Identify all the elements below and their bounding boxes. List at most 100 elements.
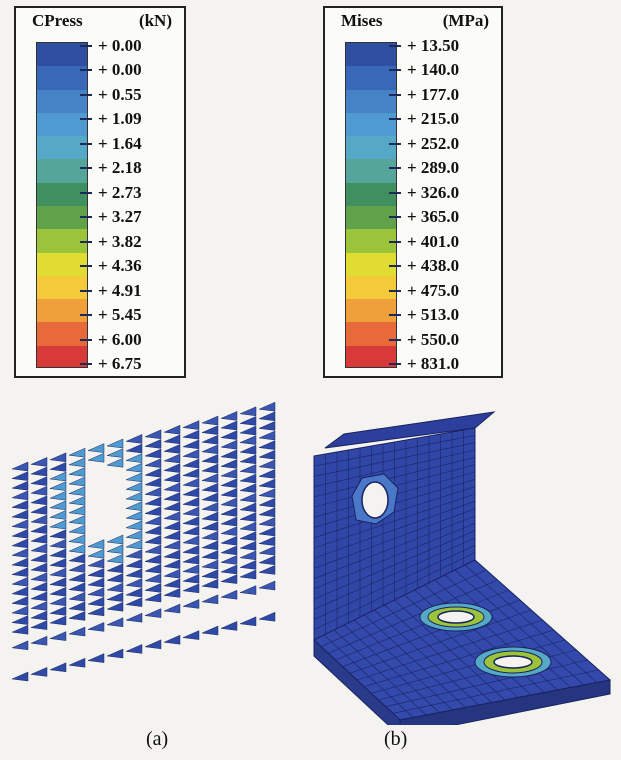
pressure-element bbox=[87, 548, 105, 559]
pressure-element bbox=[11, 528, 29, 539]
pressure-element bbox=[182, 458, 200, 469]
mises-value-label: + 326.0 bbox=[407, 182, 460, 202]
mises-title: Mises bbox=[341, 11, 383, 30]
pressure-element bbox=[239, 521, 257, 532]
pressure-element bbox=[11, 615, 29, 625]
pressure-element bbox=[30, 591, 48, 602]
pressure-element bbox=[182, 545, 200, 555]
pressure-element bbox=[68, 534, 86, 544]
pressure-element bbox=[258, 449, 276, 460]
pressure-element bbox=[182, 477, 200, 488]
pressure-element bbox=[49, 586, 67, 597]
pressure-element bbox=[239, 502, 257, 513]
pressure-element bbox=[201, 482, 219, 493]
mises-tick bbox=[389, 45, 401, 47]
pressure-element bbox=[49, 490, 67, 501]
pressure-element bbox=[68, 657, 86, 668]
pressure-element bbox=[144, 639, 162, 650]
cpress-tick bbox=[80, 142, 92, 145]
mesh-line bbox=[323, 634, 414, 718]
mises-tick bbox=[389, 240, 401, 243]
mises-value-label: + 513.0 bbox=[407, 305, 460, 325]
caption-b: (b) bbox=[384, 728, 408, 750]
pressure-element bbox=[239, 616, 257, 627]
pressure-element bbox=[125, 644, 143, 654]
cpress-value-label: + 0.00 bbox=[98, 36, 142, 55]
mesh-line bbox=[313, 537, 476, 610]
pressure-element bbox=[125, 530, 143, 540]
cpress-color-bar bbox=[36, 42, 88, 368]
pressure-element bbox=[87, 539, 105, 549]
pressure-element bbox=[11, 586, 29, 597]
pressure-element bbox=[220, 535, 238, 546]
pressure-element bbox=[220, 555, 238, 565]
pressure-element bbox=[239, 492, 257, 503]
pressure-element bbox=[220, 430, 238, 440]
mises-tick bbox=[389, 289, 401, 292]
pressure-element bbox=[68, 553, 86, 564]
pressure-element bbox=[49, 500, 67, 511]
pressure-element bbox=[258, 526, 276, 537]
cpress-tick bbox=[80, 363, 92, 365]
mises-value-label: + 475.0 bbox=[407, 280, 460, 300]
mesh-line bbox=[354, 619, 453, 711]
cpress-value-label: + 4.36 bbox=[98, 256, 142, 276]
lower-bolt-hole-1 bbox=[419, 602, 493, 632]
pressure-element bbox=[220, 516, 238, 527]
pressure-element bbox=[30, 533, 48, 544]
mesh-line bbox=[313, 523, 476, 590]
pressure-element bbox=[258, 507, 276, 518]
mises-swatch bbox=[346, 229, 396, 254]
pressure-element bbox=[144, 563, 162, 574]
pressure-element bbox=[11, 624, 29, 635]
pressure-element bbox=[163, 634, 181, 645]
pressure-element bbox=[68, 563, 86, 573]
pressure-element bbox=[125, 510, 143, 521]
mises-value-label: + 550.0 bbox=[407, 329, 460, 349]
pressure-element bbox=[87, 443, 105, 453]
cpress-value-label: + 4.91 bbox=[98, 280, 142, 300]
pressure-element bbox=[106, 544, 124, 554]
pressure-element bbox=[258, 611, 276, 622]
pressure-element bbox=[239, 512, 257, 522]
pressure-element bbox=[144, 477, 162, 488]
pressure-element bbox=[125, 472, 143, 483]
pressure-element bbox=[144, 429, 162, 440]
pressure-element bbox=[163, 540, 181, 550]
mises-swatch bbox=[346, 159, 396, 184]
pressure-element bbox=[125, 434, 143, 444]
pressure-element bbox=[30, 495, 48, 506]
cpress-value-label: + 3.27 bbox=[98, 207, 142, 227]
mises-unit: (MPa) bbox=[442, 11, 489, 30]
mises-tick bbox=[389, 314, 401, 317]
mises-value-label: + 289.0 bbox=[407, 158, 460, 178]
pressure-element bbox=[49, 462, 67, 472]
mises-value-label: + 13.50 bbox=[407, 36, 460, 55]
pressure-element bbox=[163, 568, 181, 579]
cpress-tick bbox=[80, 167, 92, 170]
pressure-element bbox=[87, 653, 105, 663]
pressure-element bbox=[144, 439, 162, 449]
cpress-swatch bbox=[37, 182, 87, 207]
pressure-element bbox=[87, 452, 105, 463]
mises-tick bbox=[389, 191, 401, 194]
pressure-element bbox=[125, 578, 143, 588]
pressure-element bbox=[11, 519, 29, 529]
mesh-line bbox=[313, 493, 476, 549]
pressure-element bbox=[163, 603, 181, 614]
cpress-tick bbox=[80, 93, 92, 96]
mises-tick bbox=[389, 69, 401, 72]
pressure-element bbox=[49, 519, 67, 530]
pressure-element bbox=[182, 439, 200, 450]
pressure-element bbox=[68, 582, 86, 592]
mises-swatch bbox=[346, 136, 396, 161]
pressure-element bbox=[49, 529, 67, 539]
pressure-element bbox=[182, 420, 200, 430]
pressure-element bbox=[182, 573, 200, 584]
mesh-line bbox=[313, 442, 476, 477]
pressure-element bbox=[258, 580, 276, 591]
pressure-element bbox=[258, 430, 276, 441]
cpress-swatch bbox=[37, 275, 87, 301]
pressure-element bbox=[125, 462, 143, 473]
pressure-element bbox=[239, 406, 257, 417]
